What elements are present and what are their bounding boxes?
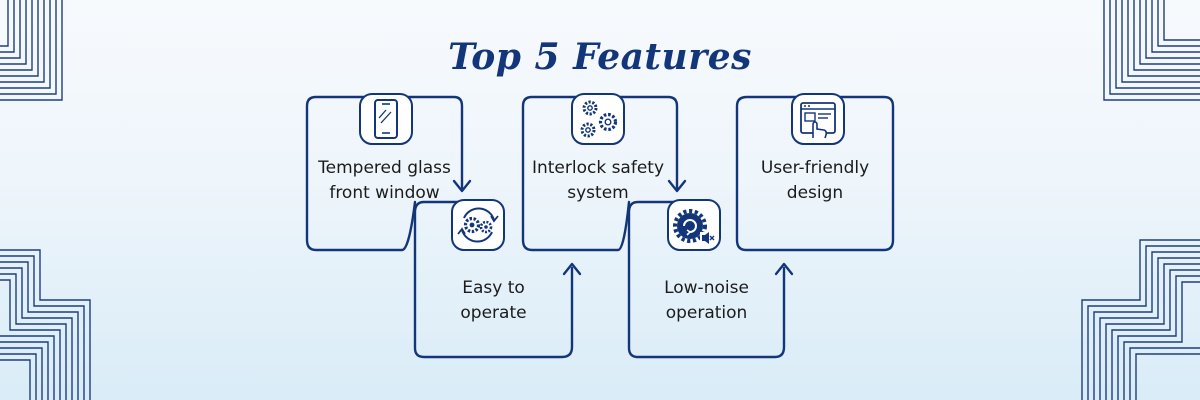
feature-label-4: Low-noise operation — [629, 276, 784, 326]
gears-icon — [571, 93, 625, 145]
corner-pattern-top-right — [1103, 0, 1200, 101]
arrow-up-4 — [774, 262, 794, 276]
step-frame-2 — [413, 200, 574, 359]
feature-label-2: Easy to operate — [415, 276, 572, 326]
feature-label-4-line-1: Low-noise — [664, 278, 749, 298]
step-frame-1 — [305, 95, 464, 252]
corner-pattern-bottom-right — [1081, 239, 1200, 400]
feature-label-5-line-1: User-friendly — [760, 158, 870, 178]
arrow-up-2 — [562, 262, 582, 276]
step-frame-4 — [627, 200, 786, 359]
page-title: Top 5 Features — [448, 36, 752, 78]
feature-label-1: Tempered glass front window — [307, 156, 462, 206]
gears-cycle-icon — [451, 199, 505, 251]
feature-label-5: User-friendly design — [737, 156, 893, 206]
feature-label-2-line-1: Easy to — [462, 278, 525, 298]
feature-label-1-line-1: Tempered glass — [318, 158, 451, 178]
feature-label-5-line-2: design — [786, 183, 844, 203]
feature-label-4-line-2: operation — [665, 303, 748, 323]
gear-mute-icon — [667, 199, 721, 251]
feature-label-1-line-2: front window — [329, 183, 440, 203]
arrow-down-3 — [667, 179, 687, 193]
feature-label-2-line-2: operate — [460, 303, 527, 323]
step-frame-3 — [521, 95, 679, 252]
corner-pattern-top-left — [0, 0, 63, 101]
feature-label-3-line-1: Interlock safety — [531, 158, 665, 178]
touch-screen-icon — [791, 93, 845, 145]
arrow-down-1 — [452, 179, 472, 193]
feature-label-3: Interlock safety system — [518, 156, 678, 206]
corner-pattern-bottom-left — [0, 249, 91, 400]
feature-label-3-line-2: system — [567, 183, 629, 203]
step-frame-5 — [735, 95, 895, 252]
smartphone-icon — [359, 93, 413, 145]
